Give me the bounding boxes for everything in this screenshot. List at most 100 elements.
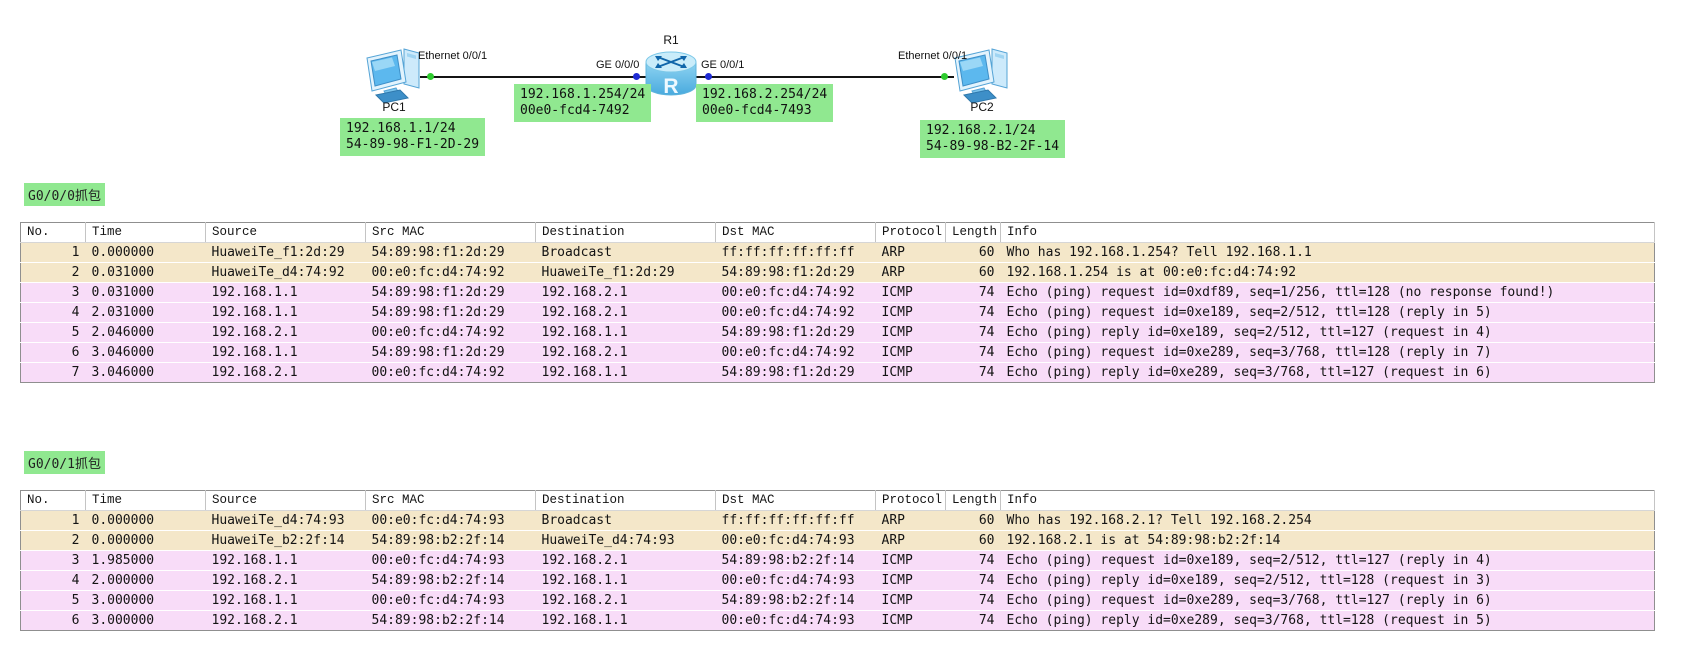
column-header-length[interactable]: Length: [945, 222, 1001, 243]
column-header-no[interactable]: No.: [20, 222, 86, 243]
cell-dst-mac: 54:89:98:b2:2f:14: [715, 590, 876, 611]
cell-time: 0.031000: [85, 282, 206, 303]
r1-ge001-port-label: GE 0/0/1: [701, 59, 745, 71]
cell-destination: 192.168.1.1: [535, 610, 716, 631]
cell-src-mac: 54:89:98:f1:2d:29: [365, 302, 536, 323]
note-line-ip: 192.168.1.1/24: [346, 121, 456, 136]
cell-protocol: ARP: [875, 262, 946, 283]
cell-dst-mac: 54:89:98:b2:2f:14: [715, 550, 876, 571]
column-header-info[interactable]: Info: [1000, 222, 1655, 243]
cell-no: 7: [20, 362, 86, 383]
column-header-dst-mac[interactable]: Dst MAC: [715, 222, 876, 243]
cell-protocol: ICMP: [875, 322, 946, 343]
note-r1-ge000[interactable]: 192.168.1.254/24 00e0-fcd4-7492: [514, 84, 652, 122]
cell-info: Echo (ping) reply id=0xe189, seq=2/512, …: [1000, 570, 1655, 591]
cell-src-mac: 54:89:98:b2:2f:14: [365, 610, 536, 631]
cell-src-mac: 54:89:98:f1:2d:29: [365, 342, 536, 363]
pc1-port-label: Ethernet 0/0/1: [418, 50, 488, 62]
cell-length: 74: [945, 282, 1001, 303]
cell-dst-mac: 00:e0:fc:d4:74:93: [715, 530, 876, 551]
port-status-dot-pc2: [941, 73, 948, 80]
cell-time: 0.000000: [85, 530, 206, 551]
column-header-protocol[interactable]: Protocol: [875, 222, 946, 243]
cell-source: 192.168.1.1: [205, 282, 366, 303]
cell-src-mac: 00:e0:fc:d4:74:93: [365, 550, 536, 571]
svg-text:R: R: [663, 75, 678, 98]
cell-dst-mac: 00:e0:fc:d4:74:93: [715, 610, 876, 631]
column-header-dst-mac[interactable]: Dst MAC: [715, 490, 876, 511]
note-r1-ge001[interactable]: 192.168.2.254/24 00e0-fcd4-7493: [696, 84, 834, 122]
pc2-icon[interactable]: [950, 46, 1014, 104]
note-pc2[interactable]: 192.168.2.1/24 54-89-98-B2-2F-14: [920, 120, 1066, 158]
cell-time: 0.031000: [85, 262, 206, 283]
router-r1-icon[interactable]: R: [644, 48, 698, 100]
column-header-time[interactable]: Time: [85, 490, 206, 511]
cell-src-mac: 00:e0:fc:d4:74:93: [365, 590, 536, 611]
cell-dst-mac: 00:e0:fc:d4:74:92: [715, 282, 876, 303]
cell-source: 192.168.2.1: [205, 362, 366, 383]
cell-destination: 192.168.2.1: [535, 550, 716, 571]
cell-no: 5: [20, 590, 86, 611]
pc1-icon[interactable]: [362, 46, 426, 104]
cell-protocol: ICMP: [875, 282, 946, 303]
cell-time: 3.000000: [85, 590, 206, 611]
column-header-no[interactable]: No.: [20, 490, 86, 511]
cell-src-mac: 00:e0:fc:d4:74:92: [365, 322, 536, 343]
column-header-length[interactable]: Length: [945, 490, 1001, 511]
cell-length: 74: [945, 610, 1001, 631]
cell-length: 74: [945, 590, 1001, 611]
cell-source: HuaweiTe_f1:2d:29: [205, 242, 366, 263]
cell-length: 60: [945, 530, 1001, 551]
cell-time: 2.000000: [85, 570, 206, 591]
cell-source: 192.168.1.1: [205, 590, 366, 611]
column-header-time[interactable]: Time: [85, 222, 206, 243]
note-pc1[interactable]: 192.168.1.1/24 54-89-98-F1-2D-29: [340, 118, 486, 156]
port-status-dot-r1-ge001: [705, 73, 712, 80]
topology-canvas: PC1 R R1: [0, 0, 1698, 170]
cell-length: 74: [945, 570, 1001, 591]
cell-length: 74: [945, 322, 1001, 343]
cell-info: Echo (ping) reply id=0xe189, seq=2/512, …: [1000, 322, 1655, 343]
column-header-src-mac[interactable]: Src MAC: [365, 222, 536, 243]
column-header-src-mac[interactable]: Src MAC: [365, 490, 536, 511]
cell-source: HuaweiTe_b2:2f:14: [205, 530, 366, 551]
cell-no: 6: [20, 342, 86, 363]
cell-length: 74: [945, 302, 1001, 323]
cell-time: 3.000000: [85, 610, 206, 631]
cell-info: Echo (ping) request id=0xe289, seq=3/768…: [1000, 342, 1655, 363]
cell-no: 2: [20, 530, 86, 551]
cell-destination: 192.168.1.1: [535, 322, 716, 343]
cell-protocol: ICMP: [875, 550, 946, 571]
column-header-source[interactable]: Source: [205, 222, 366, 243]
cell-no: 5: [20, 322, 86, 343]
cell-destination: 192.168.1.1: [535, 362, 716, 383]
column-header-protocol[interactable]: Protocol: [875, 490, 946, 511]
cell-protocol: ICMP: [875, 302, 946, 323]
capture-title-g001: G0/0/1抓包: [24, 451, 105, 474]
column-header-destination[interactable]: Destination: [535, 222, 716, 243]
column-header-source[interactable]: Source: [205, 490, 366, 511]
link-pc1-r1[interactable]: [420, 76, 648, 78]
column-header-destination[interactable]: Destination: [535, 490, 716, 511]
column-header-info[interactable]: Info: [1000, 490, 1655, 511]
link-r1-pc2[interactable]: [694, 76, 954, 78]
cell-length: 60: [945, 242, 1001, 263]
cell-no: 2: [20, 262, 86, 283]
note-line-mac: 54-89-98-B2-2F-14: [926, 139, 1060, 154]
